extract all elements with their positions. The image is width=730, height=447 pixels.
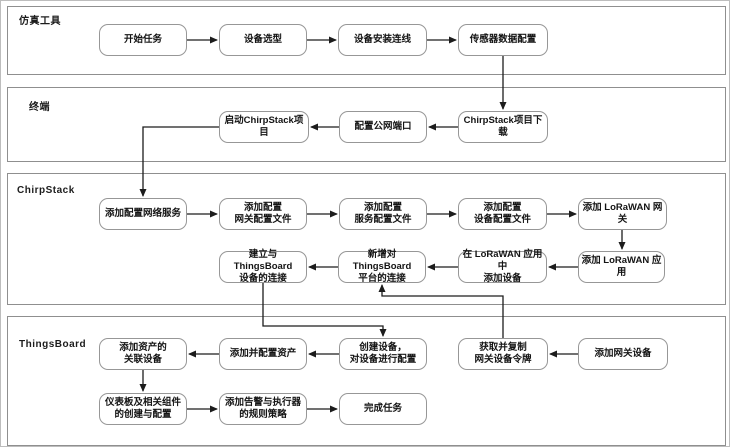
lane-simulation-tools-label: 仿真工具 <box>19 16 61 27</box>
flow-node-device-selection: 设备选型 <box>219 24 307 56</box>
flow-node-add-network-service: 添加配置网络服务 <box>99 198 187 230</box>
flow-node-gateway-config-file: 添加配置 网关配置文件 <box>219 198 307 230</box>
lane-chirpstack: ChirpStack <box>7 173 726 305</box>
flow-node-device-config-file: 添加配置 设备配置文件 <box>458 198 547 230</box>
flow-node-finish-task: 完成任务 <box>339 393 427 425</box>
flow-node-add-configure-asset: 添加并配置资产 <box>219 338 307 370</box>
flow-node-public-port-config: 配置公网端口 <box>339 111 427 143</box>
flow-node-add-lorawan-app: 添加 LoRaWAN 应用 <box>578 251 665 283</box>
flow-node-asset-related-devices: 添加资产的 关联设备 <box>99 338 187 370</box>
flow-node-create-and-configure-device: 创建设备， 对设备进行配置 <box>339 338 427 370</box>
flow-node-new-thingsboard-platform-connection: 新增对ThingsBoard 平台的连接 <box>338 249 426 284</box>
flow-node-dashboard-components: 仪表板及相关组件 的创建与配置 <box>99 393 187 425</box>
lane-thingsboard: ThingsBoard <box>7 316 726 446</box>
flow-node-add-gateway-device: 添加网关设备 <box>578 338 668 370</box>
flow-node-add-device-in-app: 在 LoRaWAN 应用中 添加设备 <box>458 249 547 284</box>
flow-node-chirpstack-download: ChirpStack项目下载 <box>458 111 548 143</box>
flow-node-add-lorawan-gateway: 添加 LoRaWAN 网关 <box>578 198 667 230</box>
lane-thingsboard-label: ThingsBoard <box>19 339 87 350</box>
flow-node-copy-gateway-token: 获取并复制 网关设备令牌 <box>458 338 548 370</box>
flow-node-service-config-file: 添加配置 服务配置文件 <box>339 198 427 230</box>
flow-node-sensor-data-config: 传感器数据配置 <box>458 24 548 56</box>
lane-terminal-label: 终端 <box>29 102 50 113</box>
flow-node-device-install-wiring: 设备安装连线 <box>338 24 427 56</box>
flow-node-launch-chirpstack: 启动ChirpStack项目 <box>219 111 309 143</box>
flow-node-alarm-actuator-rules: 添加告警与执行器 的规则策略 <box>219 393 307 425</box>
flow-node-start-task: 开始任务 <box>99 24 187 56</box>
lane-chirpstack-label: ChirpStack <box>17 185 75 196</box>
flow-node-thingsboard-device-connection: 建立与ThingsBoard 设备的连接 <box>219 249 307 284</box>
